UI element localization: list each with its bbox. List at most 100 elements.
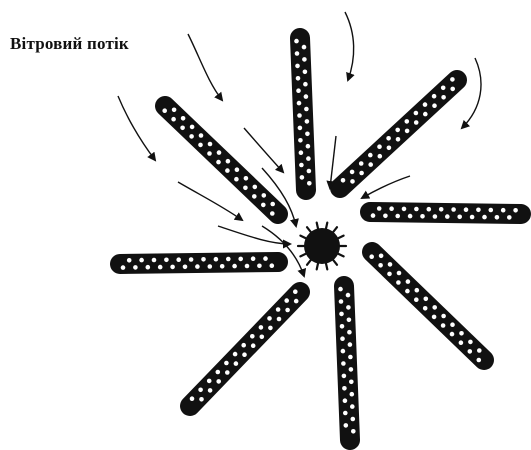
bead — [262, 193, 267, 198]
bead — [232, 264, 237, 269]
bead — [427, 207, 432, 212]
bead — [307, 169, 312, 174]
bead — [450, 77, 455, 82]
bead — [423, 112, 428, 117]
bead — [338, 287, 343, 292]
bead — [396, 280, 401, 285]
bead — [307, 181, 312, 186]
bead — [295, 51, 300, 56]
bead — [388, 262, 393, 267]
bead — [276, 307, 281, 312]
bead — [235, 167, 240, 172]
bead — [226, 159, 231, 164]
bead — [190, 396, 195, 401]
bead — [226, 257, 231, 262]
bead — [432, 305, 437, 310]
bead — [195, 264, 200, 269]
bead — [306, 156, 311, 161]
bead — [164, 258, 169, 263]
bead — [208, 142, 213, 147]
bead — [267, 316, 272, 321]
center-ball — [304, 228, 340, 264]
wind-arrow-10 — [218, 226, 290, 244]
bead — [253, 185, 258, 190]
bead — [405, 129, 410, 134]
bead — [477, 358, 482, 363]
bead — [216, 370, 221, 375]
bead — [158, 265, 163, 270]
bead — [396, 137, 401, 142]
bead — [294, 39, 299, 44]
bead — [406, 279, 411, 284]
bead — [189, 257, 194, 262]
bead — [450, 332, 455, 337]
bead — [234, 361, 239, 366]
bead — [261, 203, 266, 208]
bead — [127, 258, 132, 263]
bead — [342, 386, 347, 391]
bead — [277, 317, 282, 322]
bead — [295, 64, 300, 69]
bead — [349, 380, 354, 385]
bead — [445, 214, 450, 219]
bead — [387, 146, 392, 151]
bead — [402, 207, 407, 212]
bead — [171, 117, 176, 122]
bead — [350, 179, 355, 184]
bead — [459, 331, 464, 336]
bead — [296, 76, 301, 81]
bead — [199, 133, 204, 138]
wind-arrow-3 — [462, 58, 481, 128]
center-layer — [298, 223, 346, 270]
bead — [468, 349, 473, 354]
bead — [300, 175, 305, 180]
bead — [302, 45, 307, 50]
bead — [423, 306, 428, 311]
beaded-strip-8 — [162, 106, 278, 216]
bead — [441, 95, 446, 100]
bead — [451, 207, 456, 212]
wind-arrow-8 — [178, 182, 242, 220]
bead — [207, 379, 212, 384]
bead — [350, 170, 355, 175]
wind-arrow-5 — [244, 128, 283, 172]
bead — [224, 361, 229, 366]
bead — [501, 208, 506, 213]
bead — [387, 272, 392, 277]
bead — [344, 423, 349, 428]
bead — [340, 324, 345, 329]
bead — [507, 215, 512, 220]
bead — [513, 208, 518, 213]
bead — [214, 257, 219, 262]
beaded-strip-5 — [338, 286, 355, 440]
beaded-strip-7 — [120, 256, 278, 270]
bead — [414, 120, 419, 125]
bead — [189, 134, 194, 139]
bead — [395, 128, 400, 133]
bead — [341, 349, 346, 354]
bead — [294, 299, 299, 304]
bead — [162, 108, 167, 113]
beaded-strip-6 — [190, 289, 300, 406]
bead — [217, 150, 222, 155]
bead — [439, 207, 444, 212]
bead — [305, 132, 310, 137]
bead — [297, 101, 302, 106]
spiked-ball-icon — [298, 223, 346, 270]
bead — [259, 325, 264, 330]
bead — [250, 334, 255, 339]
bead — [172, 108, 177, 113]
bead — [386, 136, 391, 141]
bead — [359, 171, 364, 176]
bead — [299, 163, 304, 168]
bead — [225, 370, 230, 375]
bead — [284, 298, 289, 303]
bead — [405, 119, 410, 124]
bead — [339, 312, 344, 317]
bead — [244, 176, 249, 181]
bead — [146, 265, 151, 270]
bead — [285, 308, 290, 313]
bead — [251, 256, 256, 261]
bead — [432, 315, 437, 320]
bead — [340, 336, 345, 341]
